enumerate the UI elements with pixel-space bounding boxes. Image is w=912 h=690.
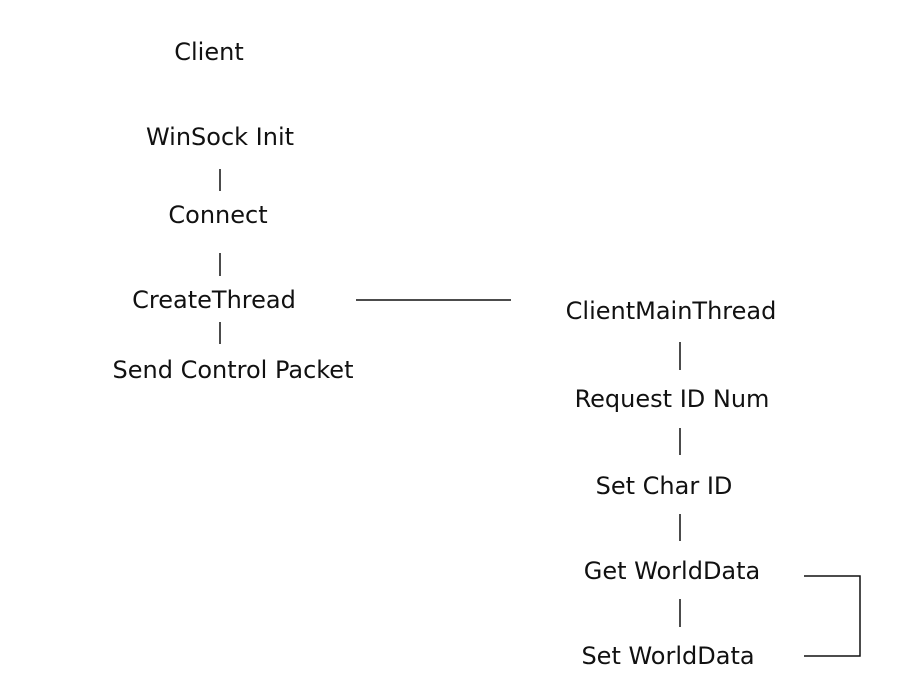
step-winsock-init: WinSock Init	[145, 123, 295, 151]
step-set-char-id: Set Char ID	[595, 472, 733, 500]
step-get-worlddata: Get WorldData	[583, 557, 761, 585]
step-send-control-packet: Send Control Packet	[112, 356, 354, 384]
step-clientmainthread: ClientMainThread	[565, 297, 777, 325]
step-createthread: CreateThread	[132, 286, 296, 314]
diagram-title: Client	[174, 38, 244, 66]
step-request-id-num: Request ID Num	[574, 385, 770, 413]
step-connect: Connect	[168, 201, 268, 229]
step-set-worlddata: Set WorldData	[581, 642, 755, 670]
loop-bracket	[804, 575, 861, 657]
